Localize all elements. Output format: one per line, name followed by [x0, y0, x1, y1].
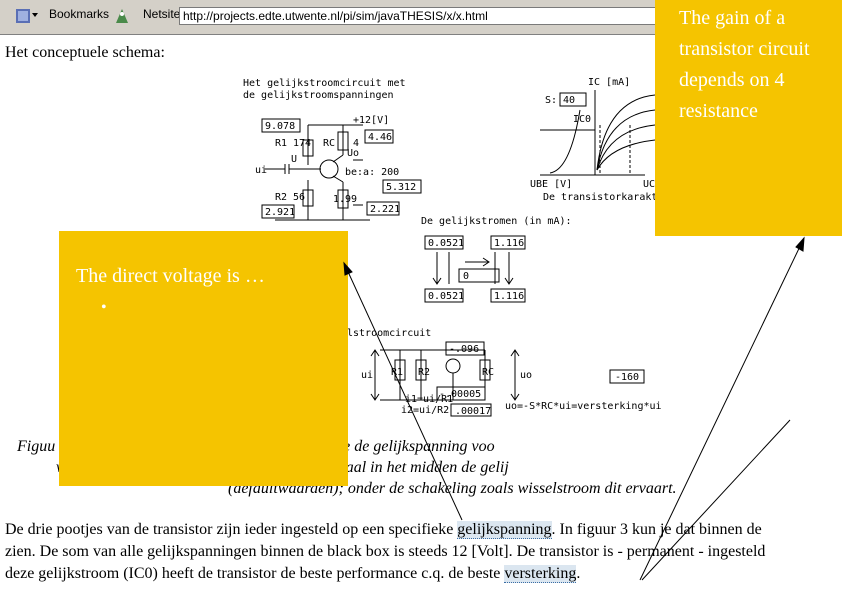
gelijkspanning-link[interactable]: gelijkspanning	[457, 521, 552, 539]
dc-title-2: de gelijkstroomspanningen	[243, 90, 394, 101]
ac-i1-label: i1=ui/R1	[405, 394, 453, 405]
char-caption: De transistorkarakteristi	[543, 192, 694, 203]
r2-label: R2	[275, 192, 287, 203]
ac-value-top: -.096	[449, 344, 479, 355]
note-left-bullet-icon: •	[101, 299, 107, 316]
body-line-1-start: De drie pootjes van de transistor zijn i…	[5, 521, 458, 538]
rc-value: 4	[353, 138, 359, 149]
gain-value: -160	[615, 372, 639, 383]
body-line-3-end: .	[576, 565, 581, 582]
r1-value: 174	[293, 138, 311, 149]
voltage-bottom-left: 2.921	[265, 207, 295, 218]
r1-label: R1	[275, 138, 287, 149]
note-right-text: The gain of a transistor circuit depends…	[679, 7, 810, 122]
current-bot-right: 1.116	[494, 291, 524, 302]
ac-ui-label: ui	[361, 370, 373, 381]
uo-label: Uo	[347, 148, 359, 159]
netsite-label: Netsite:	[143, 7, 184, 21]
r2-value: 56	[293, 192, 305, 203]
ac-r1-label: R1	[391, 367, 403, 378]
sticky-note-direct-voltage[interactable]: The direct voltage is … •	[59, 231, 348, 486]
char-uc-label: UC	[643, 179, 655, 190]
voltage-re: 2.221	[370, 204, 400, 215]
char-ic0-label: IC0	[573, 114, 591, 125]
char-ic-label: IC [mA]	[588, 77, 630, 88]
ac-uo-label: uo	[520, 370, 532, 381]
location-icon	[113, 6, 131, 31]
body-line-1-end: . In figuur 3 kun je dat binnen de	[551, 521, 762, 538]
bookmarks-button[interactable]: Bookmarks	[49, 7, 110, 21]
current-mid: 0	[463, 271, 469, 282]
current-top-left: 0.0521	[428, 238, 464, 249]
versterking-link[interactable]: versterking	[504, 565, 577, 583]
body-line-1: De drie pootjes van de transistor zijn i…	[5, 520, 762, 540]
ac-i2-label: i2=ui/R2	[401, 405, 449, 416]
ac-value-bot: .00017	[455, 406, 491, 417]
ui-label: ui	[255, 165, 267, 176]
body-line-2: zien. De som van alle gelijkspanningen b…	[5, 543, 766, 560]
ac-rc-label: RC	[482, 367, 494, 378]
u-label: U	[291, 154, 297, 165]
char-s-label: S:	[545, 95, 557, 106]
note-left-title: The direct voltage is …	[76, 265, 265, 287]
url-input[interactable]: http://projects.edte.utwente.nl/pi/sim/j…	[179, 7, 659, 25]
ac-r2-label: R2	[418, 367, 430, 378]
voltage-top-left: 9.078	[265, 121, 295, 132]
char-ube-label: UBE [V]	[530, 179, 572, 190]
supply-label: +12[V]	[353, 115, 389, 126]
voltage-rc: 4.46	[368, 132, 392, 143]
currents-title: De gelijkstromen (in mA):	[421, 216, 572, 227]
gain-formula: uo=-S*RC*ui=versterking*ui	[505, 401, 662, 412]
current-bot-left: 0.0521	[428, 291, 464, 302]
page-heading: Het conceptuele schema:	[5, 44, 165, 61]
rc-label: RC	[323, 138, 335, 149]
dc-title-1: Het gelijkstroomcircuit met	[243, 78, 406, 89]
sticky-note-gain[interactable]: The gain of a transistor circuit depends…	[655, 0, 842, 236]
body-line-3: deze gelijkstroom (IC0) heeft de transis…	[5, 564, 580, 584]
char-s-value: 40	[563, 95, 575, 106]
re-value: 1.99	[333, 194, 357, 205]
current-top-right: 1.116	[494, 238, 524, 249]
ac-title: lstroomcircuit	[347, 328, 431, 339]
body-line-3-start: deze gelijkstroom (IC0) heeft de transis…	[5, 565, 505, 582]
beta-label: be:a: 200	[345, 167, 399, 178]
bookmarks-icon[interactable]	[14, 6, 40, 31]
voltage-ce: 5.312	[386, 182, 416, 193]
